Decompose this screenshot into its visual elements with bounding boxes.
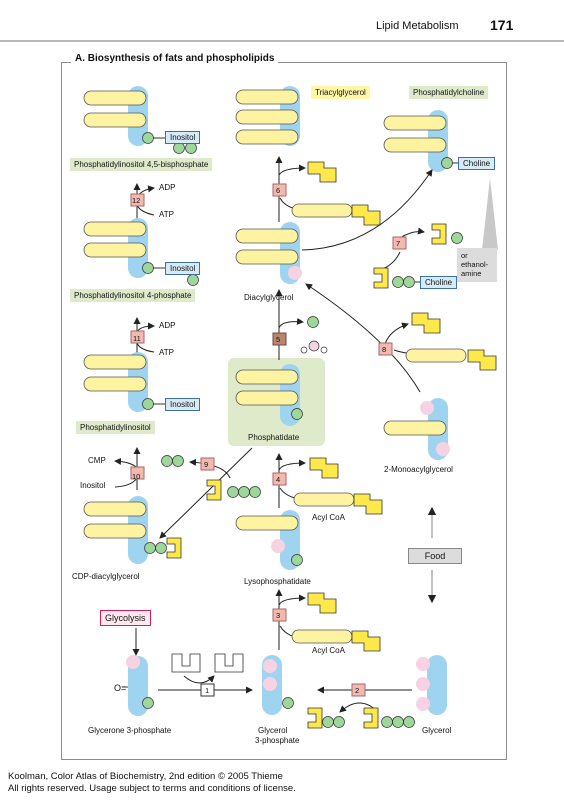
cdp-dag-molecule	[83, 496, 182, 564]
enzyme-7: 7	[396, 239, 401, 248]
label-pi: Phosphatidylinositol	[76, 421, 155, 434]
triacylglycerol-molecule	[235, 86, 300, 146]
diacylglycerol-molecule	[235, 222, 302, 284]
pi-molecule	[83, 352, 165, 412]
enzyme-4: 4	[276, 475, 281, 484]
label-glycerol3p-2: 3-phosphate	[255, 736, 300, 745]
label-lysophosphatidate: Lysophosphatidate	[244, 577, 311, 586]
enzyme-11: 11	[133, 334, 141, 343]
phosphatidate-molecule	[235, 364, 303, 426]
label-diacylglycerol: Diacylglycerol	[244, 293, 294, 302]
pip2-molecule	[83, 86, 197, 154]
inositol-box-pi: Inositol	[165, 398, 201, 411]
label-atp-1: ATP	[159, 210, 174, 219]
lysophosphatidate-molecule	[235, 510, 303, 570]
label-cmp: CMP	[88, 456, 106, 465]
panel-title: A. Biosynthesis of fats and phospholipid…	[71, 53, 279, 64]
inositol-box-pip2: Inositol	[165, 131, 201, 144]
footer-line-1: Koolman, Color Atlas of Biochemistry, 2n…	[8, 771, 283, 782]
choline-box-top: Choline	[458, 157, 496, 170]
inositol-box-pip: Inositol	[165, 262, 201, 275]
label-monoacylglycerol: 2-Monoacylglycerol	[384, 465, 453, 474]
glycerol3p-molecule	[262, 655, 294, 715]
monoacylglycerol-molecule	[383, 398, 450, 460]
label-acyl-coa-2: Acyl CoA	[312, 646, 345, 655]
label-phosphatidate: Phosphatidate	[248, 433, 300, 442]
label-pip: Phosphatidylinositol 4-phosphate	[70, 289, 196, 302]
glycerone-molecule	[122, 655, 154, 716]
glycerol-molecule	[416, 655, 447, 715]
pip-molecule	[83, 218, 199, 286]
enzyme-10: 10	[132, 472, 141, 481]
label-inositol: Inositol	[80, 481, 106, 490]
label-adp-2: ADP	[159, 321, 176, 330]
label-pip2: Phosphatidylinositol 4,5-bisphosphate	[70, 158, 213, 171]
label-adp-1: ADP	[159, 183, 176, 192]
label-triacylglycerol: Triacylglycerol	[311, 86, 370, 99]
label-oxo: O=	[114, 683, 127, 693]
diagram-panel	[61, 62, 507, 760]
enzyme-6: 6	[276, 186, 281, 195]
page-number: 171	[490, 17, 514, 33]
label-cdp-dag: CDP-diacylglycerol	[72, 572, 140, 581]
label-acyl-coa-1: Acyl CoA	[312, 513, 345, 522]
enzyme-3: 3	[276, 611, 281, 620]
footer-line-2: All rights reserved. Usage subject to te…	[8, 783, 296, 794]
enzyme-9: 9	[204, 460, 209, 469]
label-atp-2: ATP	[159, 348, 174, 357]
enzyme-5: 5	[276, 335, 281, 344]
enzyme-1: 1	[205, 686, 210, 695]
header-title: Lipid Metabolism	[376, 20, 459, 32]
footer-copyright: Koolman, Color Atlas of Biochemistry, 2n…	[8, 771, 296, 795]
food-box: Food	[408, 548, 462, 564]
glycolysis-box: Glycolysis	[100, 610, 151, 626]
label-ethanolamine: or ethanol- amine	[461, 251, 489, 278]
label-glycerol3p-1: Glycerol	[258, 726, 288, 735]
enzyme-12: 12	[132, 196, 141, 205]
choline-box-mid: Choline	[420, 276, 458, 289]
label-glycerone: Glycerone 3-phosphate	[88, 726, 172, 735]
enzyme-2: 2	[355, 686, 360, 695]
phosphatidylcholine-molecule	[383, 110, 458, 172]
label-glycerol: Glycerol	[422, 726, 452, 735]
header-rule	[0, 40, 564, 42]
label-phosphatidylcholine: Phosphatidylcholine	[409, 86, 489, 99]
enzyme-8: 8	[382, 345, 387, 354]
